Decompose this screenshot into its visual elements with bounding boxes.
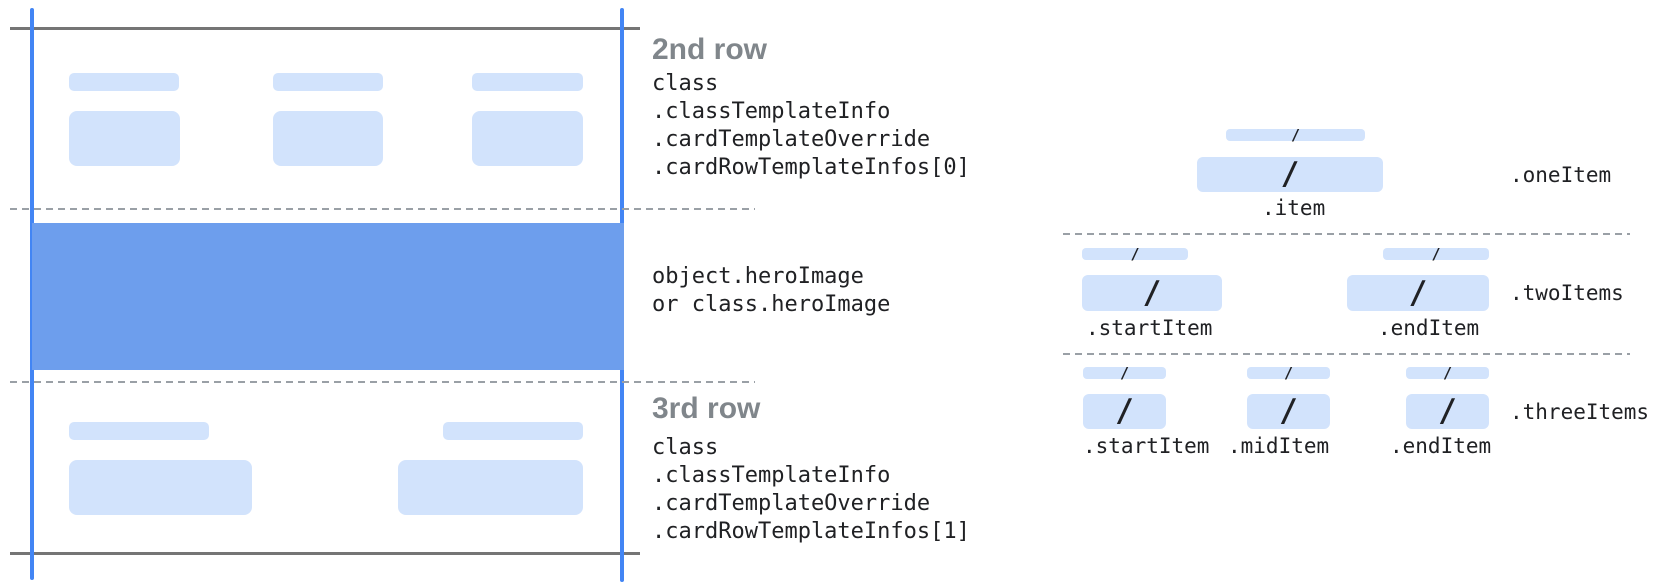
item-label-bar: / [1226,125,1365,144]
slash-glyph: / [1442,363,1453,382]
field-label-placeholder [443,422,583,440]
item-label: .endItem [1390,434,1492,458]
item-label: .midItem [1228,434,1330,458]
code-line: .classTemplateInfo [652,463,891,488]
code-line: .cardRowTemplateInfos[0] [652,155,970,180]
item-value-bar: / [1247,394,1330,429]
row2-field-path: class .classTemplateInfo .cardTemplateOv… [652,70,970,182]
item-label: .startItem [1086,316,1213,340]
item-value-bar: / [1406,394,1489,429]
code-line: class [652,71,719,96]
slash-glyph: / [1130,244,1140,263]
slash-glyph: / [1290,125,1301,144]
hero-field-path: object.heroImage or class.heroImage [652,263,890,319]
slash-glyph: / [1115,393,1134,429]
item-label: .endItem [1378,316,1480,340]
item-label-bar: / [1083,363,1166,382]
field-value-placeholder [472,111,583,166]
field-label-placeholder [472,73,583,91]
three-items-row-label: .threeItems [1510,400,1650,424]
item-label: .item [1262,196,1326,220]
field-value-placeholder [273,111,383,166]
code-line: .classTemplateInfo [652,99,891,124]
item-value-bar: / [1083,394,1166,429]
field-value-placeholder [398,460,583,515]
row3-field-path: class .classTemplateInfo .cardTemplateOv… [652,434,970,546]
field-label-placeholder [273,73,383,91]
code-line: object.heroImage [652,264,864,289]
row3-heading: 3rd row [652,392,761,425]
field-label-placeholder [69,73,179,91]
slash-glyph: / [1119,363,1130,382]
item-value-bar: / [1082,275,1222,311]
row2-heading: 2nd row [652,33,768,66]
code-line: .cardRowTemplateInfos[1] [652,519,970,544]
item-label-bar: / [1247,363,1330,382]
field-value-placeholder [69,111,180,166]
field-label-placeholder [69,422,209,440]
one-item-row-label: .oneItem [1510,163,1612,187]
slash-glyph: / [1431,244,1441,263]
one-two-divider-dashed-line [1063,233,1630,235]
slash-glyph: / [1438,393,1457,429]
code-line: .cardTemplateOverride [652,491,931,516]
item-label-bar: / [1406,363,1489,382]
card-top-boundary-line [10,27,640,30]
item-label-bar: / [1383,244,1489,263]
two-three-divider-dashed-line [1063,353,1630,355]
two-items-row-label: .twoItems [1510,281,1624,305]
item-value-bar: / [1197,157,1383,192]
slash-glyph: / [1279,393,1298,429]
item-label-bar: / [1082,244,1188,263]
code-line: class [652,435,719,460]
hero-image-band [32,223,624,370]
field-value-placeholder [69,460,252,515]
slash-glyph: / [1142,274,1162,311]
hero-row3-divider-dashed-line [10,381,755,383]
card-bottom-boundary-line [10,552,640,555]
slash-glyph: / [1280,156,1300,192]
item-value-bar: / [1347,275,1489,311]
row2-hero-divider-dashed-line [10,208,755,210]
code-line: .cardTemplateOverride [652,127,931,152]
item-label: .startItem [1083,434,1210,458]
code-line: or class.heroImage [652,292,891,317]
slash-glyph: / [1408,274,1428,311]
slash-glyph: / [1283,363,1294,382]
